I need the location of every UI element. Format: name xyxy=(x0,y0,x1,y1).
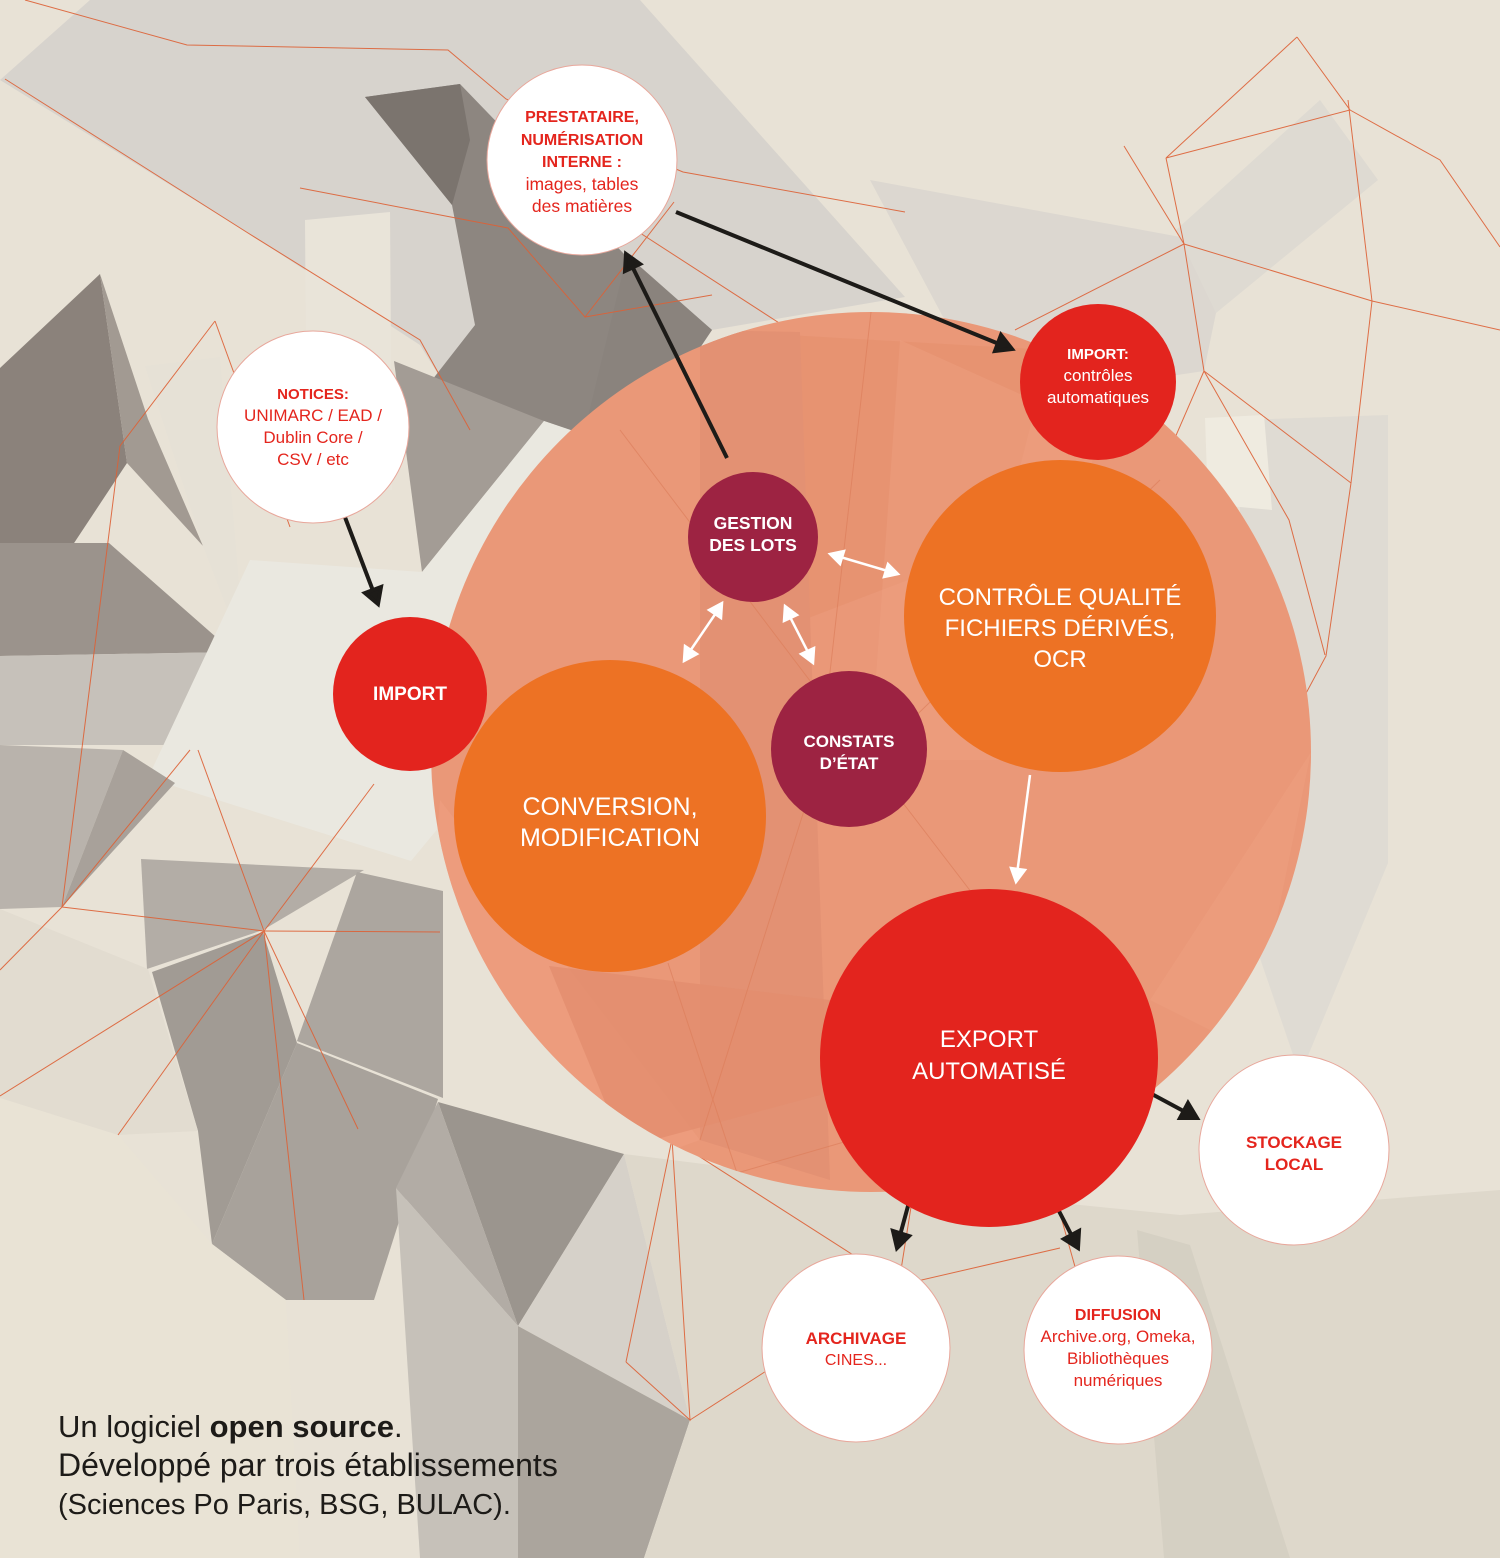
svg-text:NOTICES:: NOTICES: xyxy=(277,386,349,403)
svg-text:FICHIERS DÉRIVÉS,: FICHIERS DÉRIVÉS, xyxy=(945,615,1176,642)
svg-text:CSV / etc: CSV / etc xyxy=(277,450,349,469)
svg-text:(Sciences Po Paris, BSG, BULAC: (Sciences Po Paris, BSG, BULAC). xyxy=(58,1489,511,1521)
svg-text:AUTOMATISÉ: AUTOMATISÉ xyxy=(912,1058,1066,1085)
svg-text:NUMÉRISATION: NUMÉRISATION xyxy=(521,130,643,149)
svg-text:STOCKAGE: STOCKAGE xyxy=(1246,1133,1342,1152)
svg-text:CONSTATS: CONSTATS xyxy=(804,732,895,751)
svg-text:CINES...: CINES... xyxy=(825,1352,887,1369)
svg-text:DIFFUSION: DIFFUSION xyxy=(1075,1307,1161,1324)
svg-text:CONVERSION,: CONVERSION, xyxy=(522,793,697,821)
svg-text:Développé par trois établissem: Développé par trois établissements xyxy=(58,1447,558,1483)
svg-text:D’ÉTAT: D’ÉTAT xyxy=(820,754,879,773)
svg-text:Bibliothèques: Bibliothèques xyxy=(1067,1349,1169,1368)
svg-text:numériques: numériques xyxy=(1074,1371,1163,1390)
svg-text:UNIMARC / EAD /: UNIMARC / EAD / xyxy=(244,406,382,425)
svg-text:des matières: des matières xyxy=(532,196,632,216)
svg-text:automatiques: automatiques xyxy=(1047,388,1149,407)
svg-text:Archive.org, Omeka,: Archive.org, Omeka, xyxy=(1041,1327,1196,1346)
svg-text:DES LOTS: DES LOTS xyxy=(709,535,797,555)
svg-text:images, tables: images, tables xyxy=(526,174,639,194)
svg-text:CONTRÔLE QUALITÉ: CONTRÔLE QUALITÉ xyxy=(939,583,1182,611)
svg-text:INTERNE :: INTERNE : xyxy=(542,154,622,171)
svg-text:ARCHIVAGE: ARCHIVAGE xyxy=(806,1329,907,1348)
svg-text:IMPORT: IMPORT xyxy=(373,684,447,705)
svg-text:MODIFICATION: MODIFICATION xyxy=(520,824,700,852)
svg-text:GESTION: GESTION xyxy=(714,513,793,533)
svg-text:PRESTATAIRE,: PRESTATAIRE, xyxy=(525,109,639,126)
svg-text:Un logiciel open source.: Un logiciel open source. xyxy=(58,1409,403,1444)
svg-text:Dublin Core /: Dublin Core / xyxy=(263,428,362,447)
svg-text:OCR: OCR xyxy=(1033,646,1086,673)
svg-text:contrôles: contrôles xyxy=(1064,366,1133,385)
svg-text:IMPORT:: IMPORT: xyxy=(1067,346,1129,363)
svg-text:EXPORT: EXPORT xyxy=(940,1026,1039,1053)
svg-text:LOCAL: LOCAL xyxy=(1265,1155,1324,1174)
